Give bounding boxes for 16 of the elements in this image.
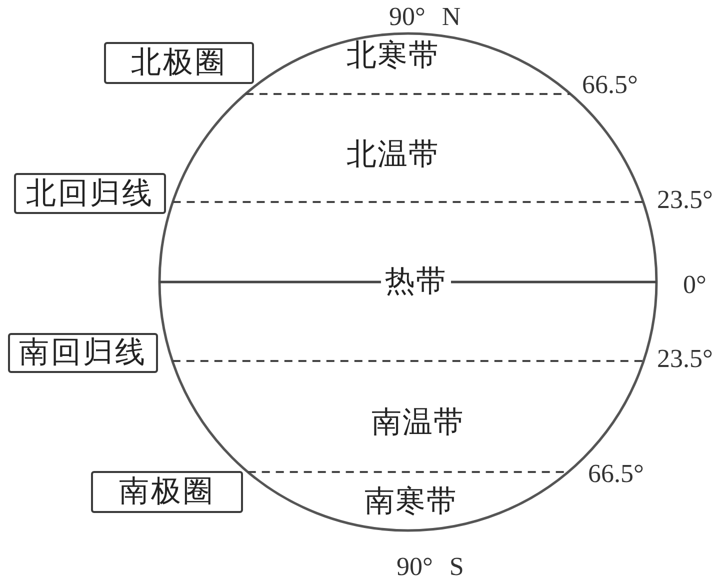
latitude-label: 90° S <box>396 554 464 580</box>
line-name-label: 北极圈 <box>104 42 254 84</box>
zone-label: 北寒带 <box>346 41 440 71</box>
latitude-label: 90° N <box>389 4 461 30</box>
latitude-label: 66.5° <box>582 72 638 98</box>
line-name-label: 南极圈 <box>91 471 243 513</box>
latitude-label: 0° <box>683 272 706 298</box>
line-name-label: 南回归线 <box>8 333 158 373</box>
zone-label: 南温带 <box>372 408 464 438</box>
latitude-label: 23.5° <box>657 187 713 213</box>
latitude-label: 66.5° <box>588 461 644 487</box>
line-name-label: 北回归线 <box>14 173 166 214</box>
latitude-label: 23.5° <box>657 346 713 372</box>
zone-label: 北温带 <box>346 140 440 170</box>
zone-label: 热带 <box>381 267 451 297</box>
zone-label: 南寒带 <box>364 487 458 517</box>
